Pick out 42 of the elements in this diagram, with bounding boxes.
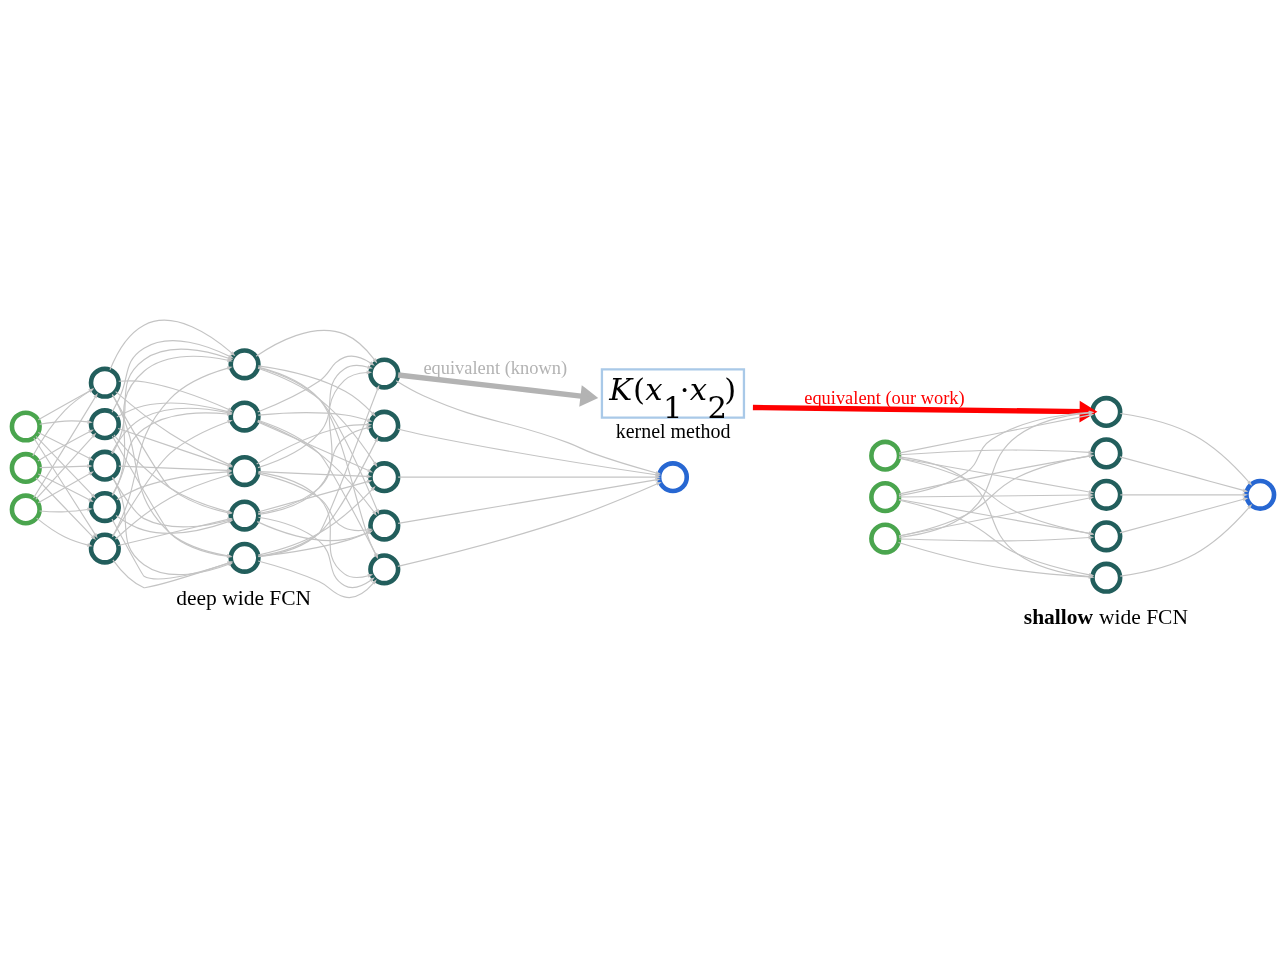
arrow — [257, 472, 373, 532]
arrow — [255, 329, 378, 364]
node-circle — [869, 521, 902, 555]
arrow — [257, 411, 373, 422]
node-circle — [869, 439, 902, 472]
node-circle — [869, 480, 902, 513]
edge-label: equivalent (known) — [423, 357, 568, 378]
arrow — [39, 419, 93, 425]
arrow — [1119, 455, 1249, 492]
arrow — [257, 559, 377, 598]
arrow — [898, 492, 1094, 498]
arrow — [1119, 503, 1253, 577]
arrow — [397, 371, 599, 407]
arrow — [257, 355, 375, 413]
arrow — [257, 471, 374, 578]
arrow — [257, 530, 373, 557]
arrow — [39, 507, 93, 512]
arrow — [898, 535, 1094, 541]
arrow — [1119, 497, 1249, 533]
arrow — [257, 364, 376, 417]
arrow — [256, 520, 373, 541]
arrow — [397, 474, 661, 479]
node-circle — [9, 451, 42, 484]
arrow — [257, 479, 373, 513]
arrow — [257, 516, 375, 588]
arrow — [36, 517, 93, 547]
node-circle — [9, 409, 42, 443]
arrow — [257, 485, 376, 556]
arrow — [256, 422, 373, 465]
node-label: kernel method — [615, 419, 731, 442]
arrow — [397, 481, 662, 567]
arrow — [258, 470, 373, 478]
arrow — [1119, 492, 1249, 497]
node-circle — [9, 492, 42, 526]
arrow — [1119, 412, 1253, 486]
label: deep wide FCN — [176, 585, 312, 610]
edge-label: equivalent (our work) — [804, 387, 965, 408]
arrow — [109, 319, 236, 370]
arrow — [256, 420, 373, 473]
arrow — [898, 449, 1094, 455]
label: shallow wide FCN — [1023, 604, 1188, 629]
arrow — [397, 477, 661, 524]
